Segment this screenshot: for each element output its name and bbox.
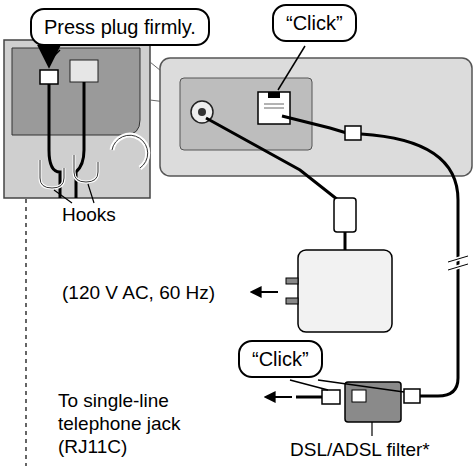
callout-bubble: “Click” bbox=[238, 340, 323, 378]
dashed-line bbox=[25, 199, 26, 466]
callout-text: “Click” bbox=[252, 347, 309, 371]
callout-text: “Click” bbox=[286, 11, 343, 35]
cords bbox=[206, 116, 468, 396]
ac-adapter bbox=[252, 250, 392, 332]
part-label: DSL/ADSL filter* bbox=[290, 438, 430, 461]
part-label: Hooks bbox=[62, 203, 116, 226]
callout-text: Press plug firmly. bbox=[44, 15, 196, 39]
callout-tail bbox=[278, 46, 305, 90]
callout-tail bbox=[52, 50, 60, 58]
jack-label: To single-line telephone jack (RJ11C) bbox=[58, 389, 208, 458]
dsl-filter bbox=[266, 382, 420, 436]
callout-tail bbox=[290, 380, 404, 392]
power-label: (120 V AC, 60 Hz) bbox=[62, 281, 215, 304]
callout-bubble: Press plug firmly. bbox=[30, 8, 210, 46]
inset-view bbox=[4, 40, 150, 198]
callout-bubble: “Click” bbox=[272, 4, 357, 42]
leader-line bbox=[54, 184, 94, 203]
